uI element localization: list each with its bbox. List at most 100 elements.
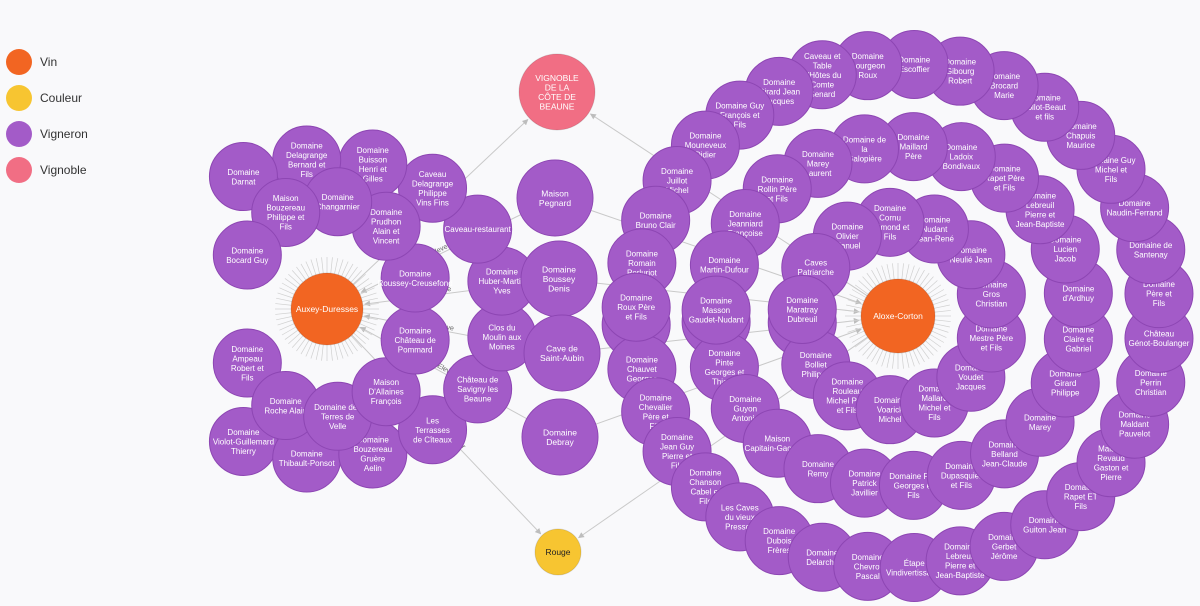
spoke	[337, 343, 344, 359]
vignoble-legend-dot-icon	[6, 157, 32, 183]
spoke	[279, 323, 295, 331]
hub-rouge-circle	[534, 528, 582, 576]
spoke	[862, 276, 874, 289]
spoke	[281, 326, 296, 336]
spoke	[934, 304, 950, 309]
spoke	[341, 341, 349, 357]
spoke	[315, 258, 320, 274]
vigneron-node[interactable]: Caveau-restaurant	[443, 194, 513, 264]
spoke	[858, 340, 871, 352]
spoke	[362, 312, 379, 315]
hub-aloxe-circle	[860, 278, 936, 354]
spoke	[288, 273, 301, 286]
legend-item-vin[interactable]: Vin	[6, 44, 156, 80]
legend-item-vignoble[interactable]: Vignoble	[6, 152, 156, 188]
hub-aloxe[interactable]: Aloxe-Corton	[860, 278, 936, 354]
spoke	[291, 270, 304, 283]
spoke	[881, 265, 887, 281]
spoke	[919, 272, 930, 287]
spoke	[344, 340, 354, 355]
spoke	[334, 344, 339, 360]
spoke	[276, 297, 292, 302]
spoke	[851, 334, 867, 343]
spoke	[361, 319, 377, 326]
spoke	[876, 349, 884, 365]
spoke	[847, 327, 863, 333]
spoke	[919, 345, 930, 360]
spoke	[315, 344, 320, 360]
vigneron-legend-dot-icon	[6, 121, 32, 147]
spoke	[905, 352, 910, 368]
hub-auxey[interactable]: Auxey-Duresses	[290, 272, 364, 346]
legend-label: Vignoble	[40, 163, 87, 177]
spoke	[927, 337, 942, 348]
legend-item-vigneron[interactable]: Vigneron	[6, 116, 156, 152]
hub-rouge[interactable]: Rouge	[534, 528, 582, 576]
spoke	[925, 340, 938, 352]
spoke	[353, 273, 366, 286]
spoke	[871, 347, 880, 363]
spoke	[925, 280, 938, 292]
spoke	[362, 316, 378, 321]
legend-item-couleur[interactable]: Couleur	[6, 80, 156, 116]
spoke	[922, 343, 934, 356]
vigneron-node-circle	[681, 275, 751, 345]
spoke	[866, 345, 877, 360]
spoke	[871, 269, 880, 285]
spoke	[851, 289, 867, 298]
spoke	[337, 259, 344, 275]
spoke	[281, 282, 296, 292]
spoke	[901, 352, 904, 369]
spoke	[846, 304, 862, 309]
spoke	[347, 337, 358, 352]
spoke	[858, 280, 871, 292]
spoke-layer	[275, 257, 951, 369]
spoke	[276, 316, 292, 321]
vigneron-node-circle	[212, 220, 282, 290]
